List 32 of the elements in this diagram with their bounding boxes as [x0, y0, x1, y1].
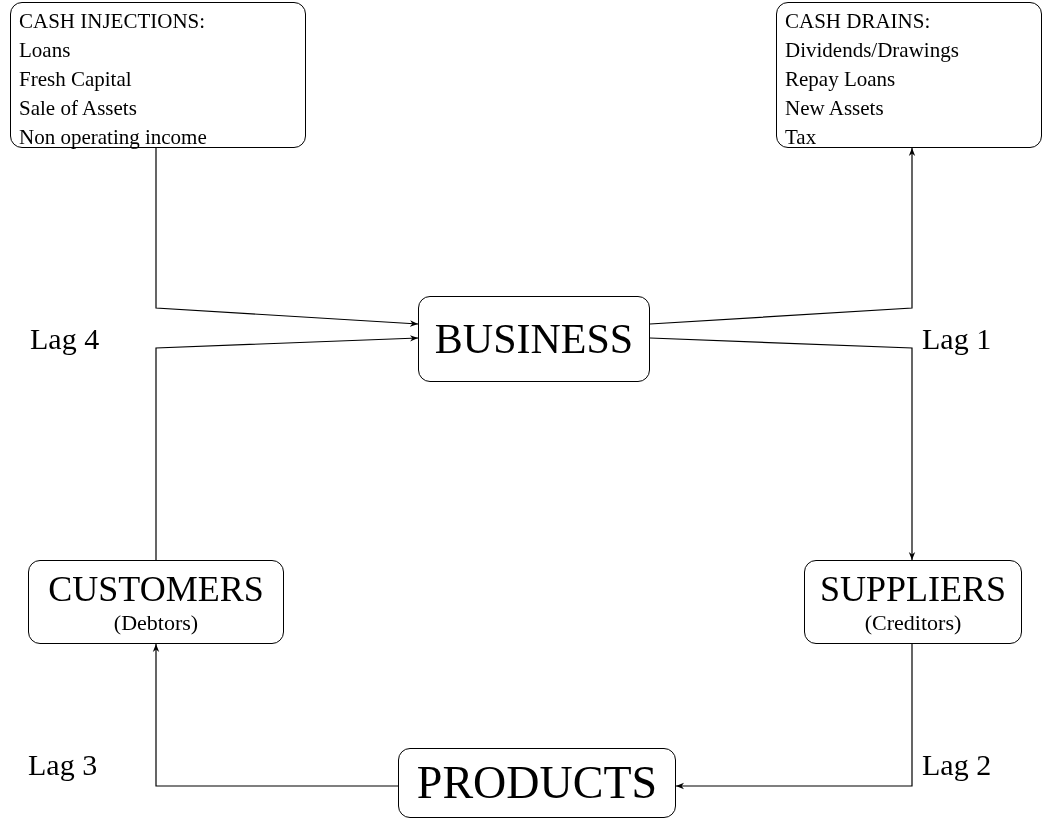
arrow: [675, 643, 913, 790]
list-box: [776, 2, 1042, 148]
arrow: [649, 147, 916, 325]
process-box: [398, 748, 676, 818]
node-heading: BUSINESS: [434, 314, 634, 364]
list-item: Non operating income: [19, 124, 208, 151]
list-item: Sale of Assets: [19, 95, 138, 122]
list-item: Dividends/Drawings: [785, 37, 960, 64]
arrow: [152, 643, 399, 787]
process-box: [28, 560, 284, 644]
list-item: Fresh Capital: [19, 66, 133, 93]
lag-label: Lag 3: [28, 748, 98, 782]
process-box: [804, 560, 1022, 644]
node-subtitle: (Creditors): [864, 610, 962, 636]
node-heading: CASH DRAINS:: [785, 8, 932, 35]
lag-label: Lag 1: [922, 322, 992, 356]
node-heading: CASH INJECTIONS:: [19, 8, 207, 35]
lag-label: Lag 4: [30, 322, 100, 356]
list-item: New Assets: [785, 95, 885, 122]
lag-label: Lag 2: [922, 748, 992, 782]
arrow: [649, 337, 916, 561]
list-item: Loans: [19, 37, 72, 64]
list-item: Tax: [785, 124, 818, 151]
node-heading: CUSTOMERS: [48, 568, 264, 611]
node-heading: SUPPLIERS: [819, 568, 1007, 611]
arrow: [155, 335, 419, 561]
node-heading: PRODUCTS: [416, 756, 658, 810]
arrow: [155, 147, 419, 327]
list-item: Repay Loans: [785, 66, 897, 93]
node-subtitle: (Debtors): [113, 610, 199, 636]
list-box: [10, 2, 306, 148]
process-box: [418, 296, 650, 382]
